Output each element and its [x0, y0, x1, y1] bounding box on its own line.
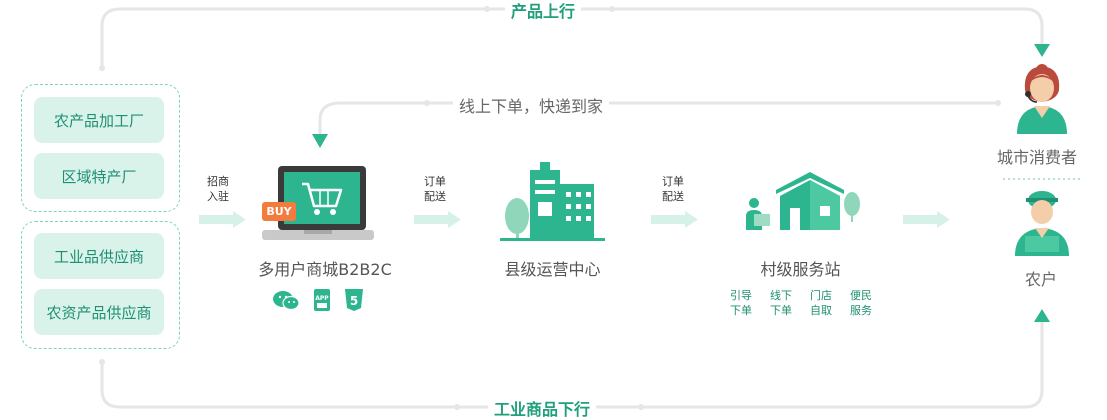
service-guide-order: 引导下单	[725, 288, 757, 318]
flow-label-bottom: 工业商品下行	[488, 396, 596, 420]
supplier-industrial: 工业品供应商	[34, 233, 164, 279]
mid-line-dot-left	[424, 100, 430, 106]
service-convenience: 便民服务	[845, 288, 877, 318]
svg-text:APP: APP	[315, 295, 329, 302]
svg-text:5: 5	[350, 294, 358, 308]
service-store-pickup: 门店自取	[805, 288, 837, 318]
node-label-platform: 多用户商城B2B2C	[240, 256, 410, 280]
arrow-order2	[651, 211, 698, 228]
down-arrow-consumer	[1034, 44, 1050, 57]
buy-badge: BUY	[262, 202, 296, 221]
bottom-line-dot-mid2	[638, 404, 644, 410]
supplier-agri-processing: 农产品加工厂	[34, 97, 164, 143]
village-station-icon	[740, 170, 864, 232]
node-label-city-consumer: 城市消费者	[997, 144, 1077, 168]
building-icon	[500, 160, 605, 242]
down-arrow-platform	[312, 134, 328, 148]
bottom-line-dot-mid1	[454, 404, 460, 410]
consumer-avatar-icon	[1013, 62, 1071, 136]
app-icon: APP	[313, 288, 331, 312]
supplier-regional-specialty: 区域特产厂	[34, 153, 164, 199]
middle-flow-line	[320, 103, 998, 135]
service-offline-order: 线下下单	[765, 288, 797, 318]
mid-line-dot-right	[995, 100, 1001, 106]
flow-label-middle: 线上下单，快递到家	[453, 93, 609, 117]
farmer-avatar-icon	[1013, 186, 1071, 258]
arrow-to-users	[903, 211, 950, 228]
up-arrow-farmer	[1034, 309, 1050, 322]
node-label-village-station: 村级服务站	[728, 256, 873, 280]
wechat-icon	[272, 289, 300, 311]
step-label-join: 招商入驻	[203, 174, 233, 204]
html5-icon: 5	[344, 288, 364, 312]
step-label-order-delivery-1: 订单配送	[420, 174, 450, 204]
arrow-order1	[414, 211, 461, 228]
step-label-order-delivery-2: 订单配送	[658, 174, 688, 204]
top-line-dot-left	[99, 65, 105, 71]
arrow-join	[199, 211, 246, 228]
top-line-dot-mid1	[484, 6, 490, 12]
top-line-dot-mid2	[609, 6, 615, 12]
supplier-agri-materials: 农资产品供应商	[34, 289, 164, 335]
flow-label-top: 产品上行	[505, 0, 581, 22]
node-label-county-center: 县级运营中心	[480, 256, 625, 280]
bottom-flow-line	[102, 322, 1042, 407]
node-label-farmer: 农户	[1025, 266, 1057, 290]
bottom-line-dot-left	[99, 359, 105, 365]
